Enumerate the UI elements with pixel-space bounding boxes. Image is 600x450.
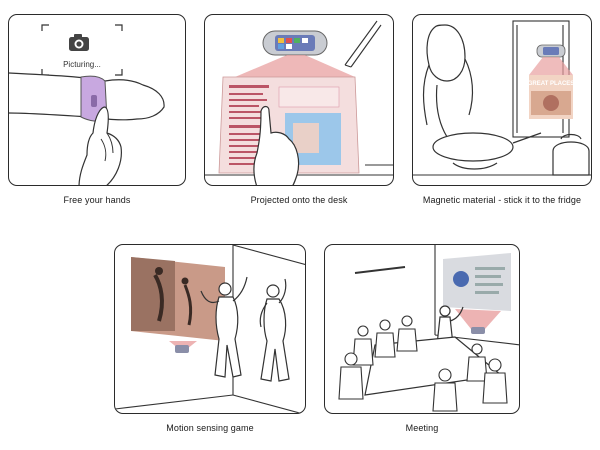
- motion-game-illustration: [115, 245, 305, 413]
- pot: [552, 133, 590, 176]
- apple-logo-icon: [453, 271, 469, 287]
- caption-meeting: Meeting: [405, 423, 439, 433]
- fridge-sticker: GREAT PLACES: [528, 75, 575, 119]
- game-projector: [175, 345, 189, 353]
- meeting-projector: [471, 327, 485, 334]
- game-screen: [131, 257, 225, 341]
- player-one: [200, 276, 248, 378]
- caption-motion-game: Motion sensing game: [166, 423, 254, 433]
- fridge-projection-beam: [529, 57, 573, 75]
- device-lens: [91, 95, 97, 107]
- great-places-label: GREAT PLACES: [528, 81, 575, 87]
- pencil-sketch: [344, 20, 382, 68]
- caption-free-your-hands: Free your hands: [63, 195, 131, 205]
- pointing-hand: [253, 105, 300, 185]
- frying-pan: [432, 132, 542, 170]
- caption-projected-desk: Projected onto the desk: [250, 195, 348, 205]
- panel-projected-desk: [204, 14, 394, 186]
- magnetic-fridge-illustration: GREAT PLACES: [413, 20, 591, 176]
- panel-free-your-hands: Picturing...: [8, 14, 186, 186]
- projector-device: [262, 30, 328, 56]
- picturing-label: Picturing...: [63, 60, 101, 69]
- player-two: [259, 278, 290, 382]
- pointing-hand: [78, 106, 122, 185]
- panel-motion-game: [114, 244, 306, 414]
- attendees: [338, 315, 508, 412]
- meeting-illustration: [338, 245, 519, 412]
- projection-beam: [235, 55, 355, 77]
- panel-magnetic-fridge: GREAT PLACES: [412, 14, 592, 186]
- camera-icon: [69, 34, 89, 51]
- meeting-projection-beam: [455, 309, 501, 329]
- panel-meeting: [324, 244, 520, 414]
- free-your-hands-illustration: Picturing...: [9, 24, 165, 185]
- caption-magnetic-fridge: Magnetic material - stick it to the frid…: [422, 195, 582, 205]
- fridge-device: [536, 44, 566, 58]
- projected-desk-illustration: [205, 20, 393, 185]
- meeting-slide: [443, 253, 511, 311]
